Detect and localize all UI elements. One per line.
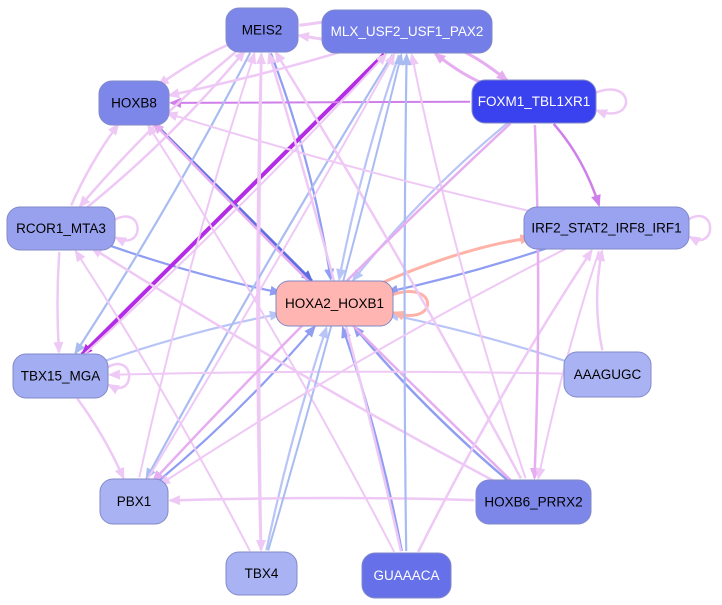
node-TBX4[interactable]: TBX4 — [225, 551, 298, 596]
edge-PBX1-HOXA2_HOXB1 — [156, 325, 316, 484]
edge-RCOR1_MTA3-TBX15_MGA — [53, 251, 64, 354]
edge-PBX1-MLX_USF2_USF1_PAX2 — [146, 52, 396, 480]
node-shape-FOXM1_TBL1XR1[interactable] — [471, 79, 597, 124]
node-shape-IRF2_STAT2_IRF8_IRF1[interactable] — [523, 206, 690, 250]
edge-HOXB6_PRRX2-PBX1 — [168, 495, 475, 506]
edge-FOXM1_TBL1XR1-IRF2_STAT2_IRF8_IRF1 — [552, 123, 601, 208]
node-shape-AAAGUGC[interactable] — [563, 351, 652, 398]
node-FOXM1_TBL1XR1[interactable]: FOXM1_TBL1XR1 — [471, 79, 597, 124]
edge-TBX15_MGA-TBX15_MGA — [107, 363, 131, 395]
edge-GUAAACA-HOXB8 — [147, 123, 396, 553]
node-HOXA2_HOXB1[interactable]: HOXA2_HOXB1 — [275, 280, 394, 327]
node-shape-HOXB8[interactable] — [98, 80, 170, 126]
edge-TBX15_MGA-HOXA2_HOXB1 — [100, 310, 282, 364]
edge-TBX4-HOXA2_HOXB1 — [265, 325, 328, 551]
node-AAAGUGC[interactable]: AAAGUGC — [563, 351, 652, 398]
edge-RCOR1_MTA3-HOXB8 — [70, 122, 120, 206]
node-shape-RCOR1_MTA3[interactable] — [6, 206, 116, 251]
edge-MEIS2-TBX15_MGA — [74, 52, 252, 355]
edge-TBX15_MGA-MLX_USF2_USF1_PAX2 — [83, 52, 388, 356]
edge-PBX1-MEIS2 — [138, 51, 257, 478]
node-HOXB6_PRRX2[interactable]: HOXB6_PRRX2 — [475, 479, 592, 525]
node-IRF2_STAT2_IRF8_IRF1[interactable]: IRF2_STAT2_IRF8_IRF1 — [523, 206, 690, 250]
edge-TBX4-RCOR1_MTA3 — [74, 249, 251, 552]
node-GUAAACA[interactable]: GUAAACA — [361, 552, 452, 599]
node-shape-TBX15_MGA[interactable] — [12, 353, 109, 399]
edge-IRF2_STAT2_IRF8_IRF1-IRF2_STAT2_IRF8_IRF1 — [688, 215, 712, 247]
node-MLX_USF2_USF1_PAX2[interactable]: MLX_USF2_USF1_PAX2 — [321, 9, 493, 54]
node-shape-GUAAACA[interactable] — [361, 552, 452, 599]
edge-AAAGUGC-TBX15_MGA — [107, 369, 563, 380]
edge-IRF2_STAT2_IRF8_IRF1-HOXB8 — [165, 111, 542, 215]
node-TBX15_MGA[interactable]: TBX15_MGA — [12, 353, 109, 399]
node-shape-TBX4[interactable] — [225, 551, 298, 596]
node-RCOR1_MTA3[interactable]: RCOR1_MTA3 — [6, 206, 116, 251]
edge-HOXB6_PRRX2-MLX_USF2_USF1_PAX2 — [408, 53, 527, 479]
node-shape-HOXB6_PRRX2[interactable] — [475, 479, 592, 525]
edge-HOXA2_HOXB1-HOXA2_HOXB1 — [392, 290, 430, 321]
edge-TBX15_MGA-PBX1 — [76, 397, 125, 480]
edge-GUAAACA-MLX_USF2_USF1_PAX2 — [401, 53, 412, 552]
node-MEIS2[interactable]: MEIS2 — [225, 7, 299, 53]
edge-GUAAACA-IRF2_STAT2_IRF8_IRF1 — [417, 248, 593, 553]
edge-MEIS2-HOXB8 — [157, 42, 232, 87]
edge-FOXM1_TBL1XR1-HOXB6_PRRX2 — [529, 124, 540, 480]
edge-AAAGUGC-IRF2_STAT2_IRF8_IRF1 — [595, 249, 605, 351]
edge-FOXM1_TBL1XR1-HOXB8 — [169, 97, 471, 108]
edge-GUAAACA-HOXA2_HOXB1 — [341, 325, 403, 552]
edge-MLX_USF2_USF1_PAX2-HOXB8 — [167, 48, 350, 99]
node-PBX1[interactable]: PBX1 — [99, 478, 169, 525]
edge-TBX4-MEIS2 — [255, 52, 266, 551]
edge-HOXB6_PRRX2-HOXA2_HOXB1 — [352, 325, 509, 482]
edge-IRF2_STAT2_IRF8_IRF1-PBX1 — [158, 247, 568, 486]
node-shape-PBX1[interactable] — [99, 478, 169, 525]
edge-AAAGUGC-HOXA2_HOXB1 — [386, 311, 569, 363]
edge-layer — [53, 16, 712, 553]
edge-RCOR1_MTA3-MEIS2 — [86, 49, 246, 209]
node-shape-HOXA2_HOXB1[interactable] — [275, 280, 394, 327]
node-shape-MEIS2[interactable] — [225, 7, 299, 53]
node-shape-MLX_USF2_USF1_PAX2[interactable] — [321, 9, 493, 54]
edge-HOXB6_PRRX2-RCOR1_MTA3 — [90, 246, 499, 485]
node-HOXB8[interactable]: HOXB8 — [98, 80, 170, 126]
edge-RCOR1_MTA3-RCOR1_MTA3 — [114, 215, 139, 247]
edge-MLX_USF2_USF1_PAX2-HOXA2_HOXB1 — [336, 54, 400, 282]
edge-FOXM1_TBL1XR1-FOXM1_TBL1XR1 — [595, 88, 628, 119]
edge-IRF2_STAT2_IRF8_IRF1-HOXA2_HOXB1 — [385, 244, 555, 295]
